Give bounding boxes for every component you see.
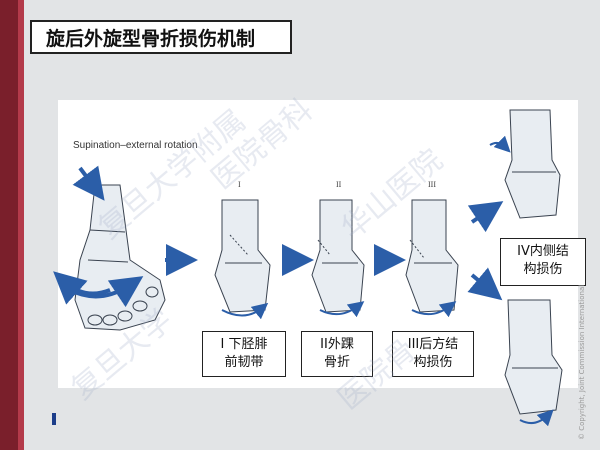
stage-2-label-box: II外踝 骨折 (301, 331, 373, 377)
stage-4-label-line2: 构损伤 (523, 262, 563, 277)
stage-2-label-line2: 骨折 (323, 355, 350, 370)
ankle-stage-4-top (504, 109, 561, 219)
stage-1-label-line1: I 下胫腓 (220, 337, 268, 352)
rotation-arrow-stage-3 (411, 301, 457, 318)
left-accent-band (0, 0, 18, 450)
ankle-stage-1 (214, 199, 271, 313)
stage-1-label-box: I 下胫腓 前韧带 (202, 331, 286, 377)
rotation-arrow-stage-1 (221, 302, 269, 320)
page-title-text: 旋后外旋型骨折损伤机制 (46, 27, 256, 50)
stage-3-label-line2: 构损伤 (413, 355, 453, 370)
stage-4-label-box: IV内侧结 构损伤 (500, 238, 586, 286)
copyright-text: © Copyright, Joint Commission Internatio… (578, 284, 586, 440)
ankle-stage-4-bottom (504, 299, 563, 415)
stage-label-1: I (238, 180, 241, 189)
stage-4-label-line1: IV内侧结 (517, 244, 569, 259)
force-arrow (72, 165, 105, 201)
stage-3-label-box: III后方结 构损伤 (392, 331, 474, 377)
rotation-arrow-stage-4-top (489, 135, 511, 153)
stage-2-label-line1: II外踝 (320, 337, 354, 352)
ankle-stage-3 (405, 199, 459, 313)
rotation-arrow-stage-4-bottom (519, 409, 554, 427)
rotation-arrow-left (53, 271, 111, 305)
flow-arrow-4b (467, 267, 503, 301)
bottom-accent-mark (52, 413, 56, 425)
ankle-stage-2 (311, 199, 365, 313)
left-accent-stripe (18, 0, 24, 450)
page-title: 旋后外旋型骨折损伤机制 (30, 20, 292, 54)
stage-label-3: III (428, 180, 436, 189)
stage-label-2: II (336, 180, 342, 189)
figure-caption: Supination–external rotation (73, 140, 198, 151)
stage-1-label-line2: 前韧带 (224, 355, 264, 370)
flow-arrow-4a (467, 201, 504, 233)
stage-3-label-line1: III后方结 (407, 337, 459, 352)
rotation-arrow-stage-2 (319, 301, 365, 318)
foot-drawing (74, 184, 166, 331)
